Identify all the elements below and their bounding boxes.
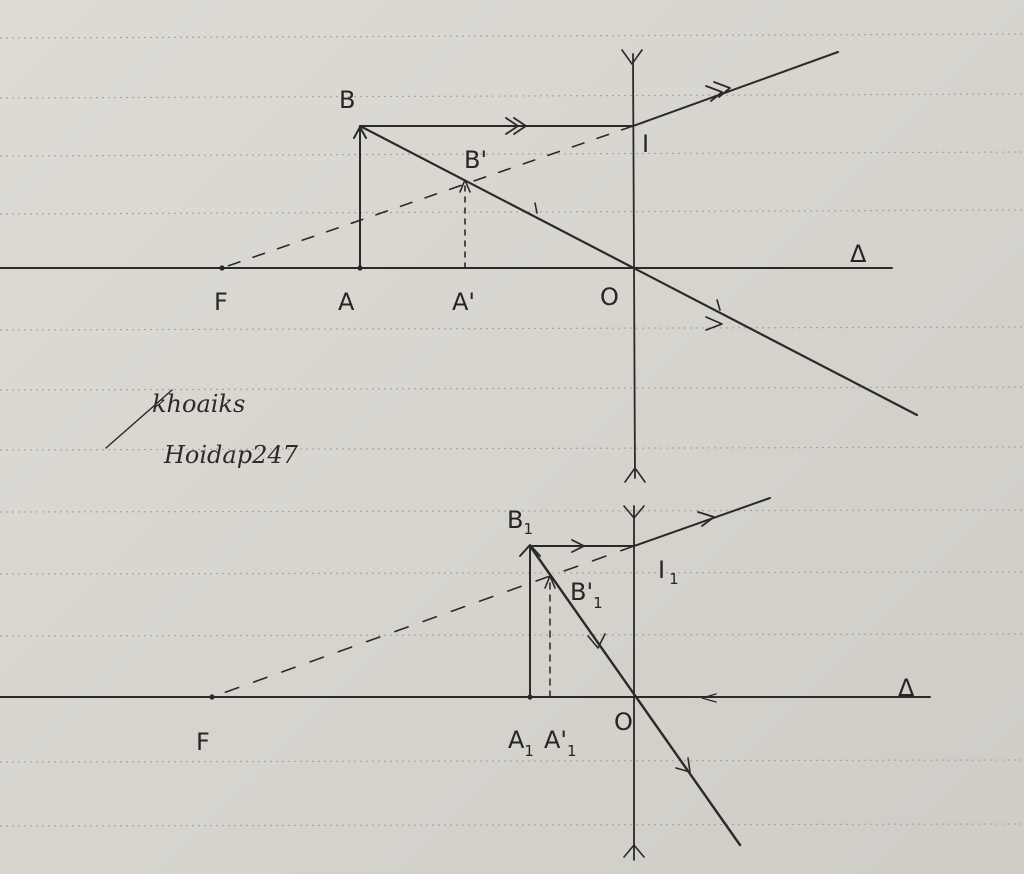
label-O: O: [600, 283, 619, 311]
label-axis-delta: Δ: [850, 240, 867, 268]
top-diagram: B I B' F A A' O Δ: [0, 49, 919, 483]
virtual-extension-to-F: [221, 125, 634, 269]
refracted-ray-from-I: [632, 51, 839, 127]
signature-line-1: khoaiks: [152, 390, 245, 418]
ruled-lines: [0, 33, 1024, 827]
point-F-bottom: [209, 694, 215, 700]
ray-arrow-refracted-2: [713, 81, 731, 98]
lens-bottom-top-marker: [623, 505, 645, 519]
ray-tick-2: [716, 299, 721, 311]
ray-arrow-center-1: [587, 633, 606, 649]
label-B-prime: B': [464, 146, 487, 174]
label-A1-prime: A'1: [544, 726, 577, 760]
ray-arrow-refracted-bottom: [697, 511, 715, 527]
label-B1-prime: B'1: [570, 578, 603, 612]
ray-tick-1: [534, 202, 538, 214]
label-I: I: [642, 130, 649, 158]
point-A-top: [357, 265, 363, 271]
label-A1: A1: [508, 726, 534, 760]
signature-stroke: [105, 389, 173, 449]
diverging-lens-top: [632, 53, 636, 479]
point-F-top: [219, 265, 225, 271]
virtual-extension-to-F-bottom: [211, 545, 635, 698]
label-O-bottom: O: [614, 708, 633, 736]
label-F-bottom: F: [196, 728, 210, 756]
ray-through-center: [358, 124, 919, 417]
image-arrowhead: [459, 179, 471, 193]
image-1-arrowhead: [544, 575, 556, 589]
ray-arrow-BI: [505, 117, 519, 135]
ray-arrow-B1I1: [571, 539, 585, 553]
lens-bottom-end-marker: [624, 467, 646, 483]
author-signature: khoaiks Hoidap247: [105, 389, 299, 469]
ray-arrow-refracted-1: [705, 85, 723, 102]
label-B1: B1: [507, 506, 533, 538]
refracted-ray-from-I1: [633, 497, 771, 547]
label-axis-delta-bottom: Δ: [898, 674, 915, 702]
point-A1-bottom: [527, 694, 533, 700]
ray-through-center-bottom: [528, 544, 742, 847]
ray-arrow-center-out: [705, 316, 723, 331]
label-F: F: [214, 288, 228, 316]
lens-top-end-marker: [621, 49, 643, 65]
ray-arrow-BI-2: [513, 117, 527, 135]
label-A-prime: A': [452, 288, 475, 316]
ray-arrow-center-2: [675, 757, 691, 773]
label-A: A: [338, 288, 355, 316]
lens-bottom-bottom-marker: [623, 844, 645, 858]
signature-line-2: Hoidap247: [163, 441, 299, 469]
label-B: B: [339, 86, 355, 114]
ray-arrow-center-3: [701, 693, 717, 703]
